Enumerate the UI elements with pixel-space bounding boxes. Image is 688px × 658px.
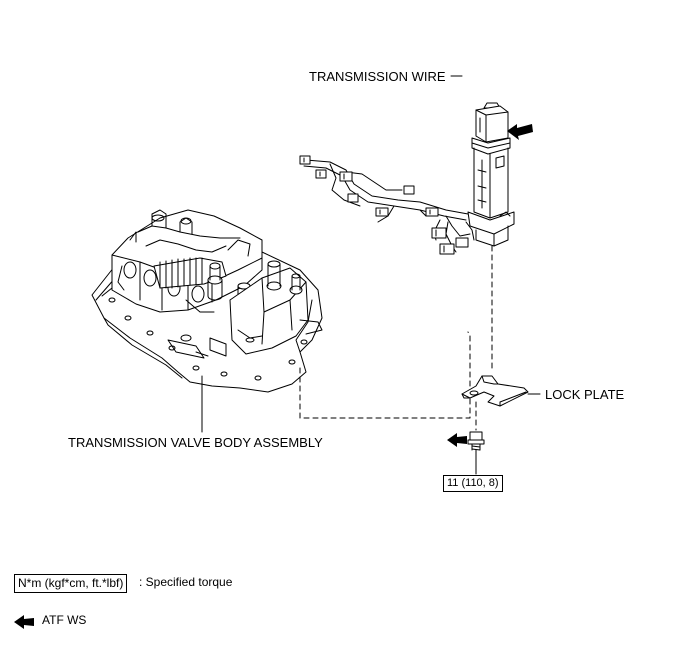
lock-plate-label: LOCK PLATE	[545, 387, 625, 402]
transmission-wire-label: TRANSMISSION WIRE	[309, 69, 446, 84]
lock-plate-drawing	[461, 375, 529, 407]
valve-body-drawing	[91, 209, 323, 393]
atf-arrow-bolt-icon	[447, 433, 467, 447]
torque-spec-box: 11 (110, 8)	[443, 475, 503, 492]
transmission-wire-drawing	[299, 102, 515, 255]
alignment-dashed-lines	[299, 245, 493, 431]
legend-atf-label: ATF WS	[42, 613, 87, 627]
legend-torque-units: N*m (kgf*cm, ft.*lbf)	[14, 574, 128, 593]
atf-legend-arrow-icon	[14, 615, 34, 629]
atf-arrow-wire-icon	[507, 124, 533, 140]
valve-body-label: TRANSMISSION VALVE BODY ASSEMBLY	[68, 435, 323, 450]
bolt-drawing	[467, 431, 485, 451]
legend-torque-description: : Specified torque	[139, 575, 233, 589]
